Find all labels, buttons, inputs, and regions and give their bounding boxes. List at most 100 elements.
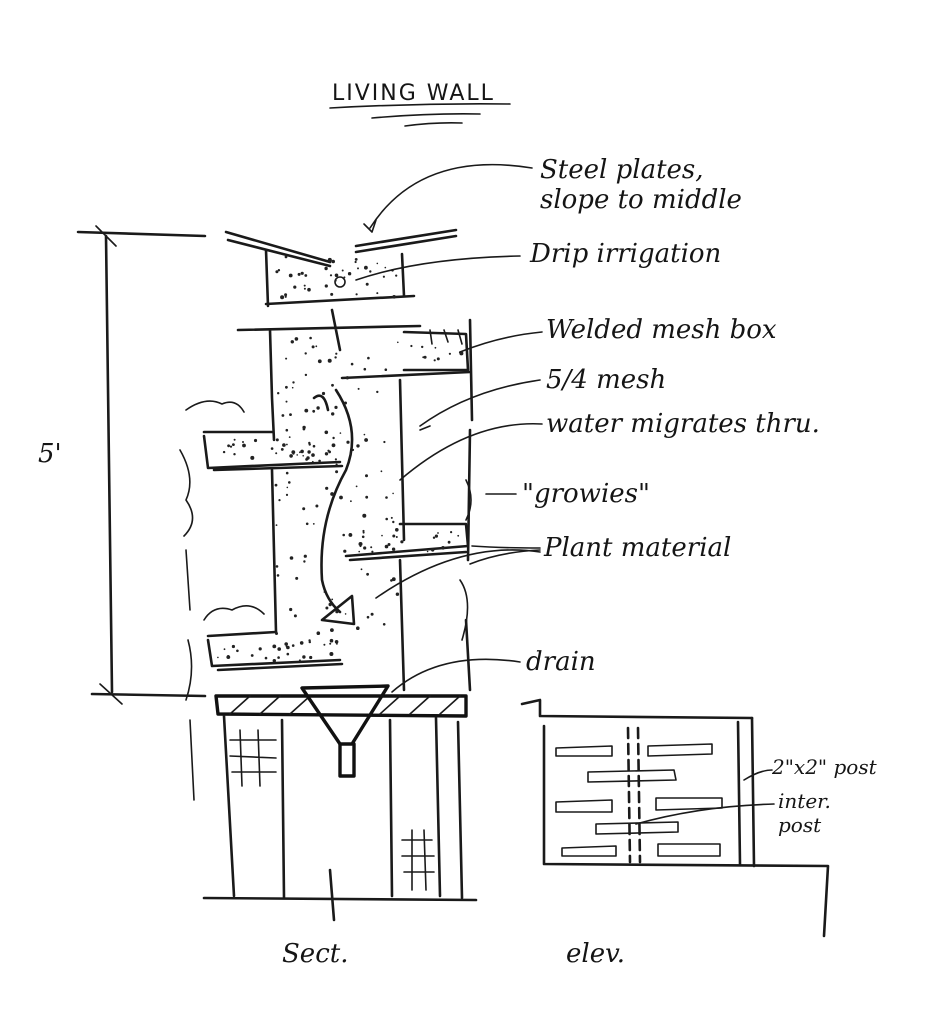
stipple-dot [354,260,357,264]
stipple-dot [307,287,311,292]
stipple-dot [277,647,282,651]
stipple-dot [356,444,360,448]
label-steel-plates: Steel plates, [540,155,704,185]
stipple-dot [270,447,274,450]
stipple-dot [304,408,309,413]
stipple-dot [350,362,354,366]
stipple-dot [324,430,329,435]
stipple-dot [382,623,386,626]
stipple-dot [293,614,297,618]
stipple-dot [272,659,276,663]
stipple-dot [329,652,334,656]
stipple-dot [339,432,342,434]
label-drip-irrigation: Drip irrigation [529,239,721,269]
label-plant-material: Plant material [543,533,731,563]
stipple-dot [229,445,233,448]
stipple-dot [277,392,280,395]
stipple-dot [365,495,369,499]
stipple-dot [286,652,290,656]
stipple-dot [364,438,368,442]
stipple-dot [356,626,360,630]
stipple-dot [392,520,395,524]
stipple-dot [291,644,295,647]
stipple-dot [334,273,339,278]
stipple-dot [253,438,258,443]
stipple-dot [284,642,289,646]
stipple-dot [258,647,262,651]
stipple-dot [437,532,439,534]
stipple-dot [284,255,288,259]
stipple-dot [343,549,347,553]
stipple-dot [312,444,316,448]
stipple-dot [317,359,322,364]
stipple-dot [311,460,314,463]
stipple-dot [280,295,285,300]
stipple-dot [432,536,436,539]
stipple-dot [315,504,319,508]
stipple-dot [400,540,404,544]
stipple-dot [278,499,281,502]
stipple-dot [288,436,291,438]
stipple-dot [345,376,350,380]
stipple-dot [226,655,231,659]
stipple-dot [421,345,424,349]
stipple-dot [334,405,338,409]
water-flow-arrow [312,388,354,614]
stipple-dot [331,443,336,448]
label-mesh-box: Welded mesh box [546,315,777,345]
stipple-dot [325,486,329,490]
stipple-dot [329,274,333,277]
stipple-dot [355,293,358,296]
stipple-dot [289,454,293,458]
stipple-dot [250,654,254,657]
stipple-dot [370,546,373,549]
stipple-dot [380,470,383,473]
stipple-dot [342,533,346,537]
stipple-dot [285,645,288,648]
stipple-dot [284,293,288,297]
stipple-dot [363,546,367,550]
stipple-dot [364,265,368,270]
stipple-dot [387,543,391,546]
stipple-dot [376,390,379,394]
stipple-dot [339,495,343,500]
label-post: 2"x2" post [771,755,878,779]
stipple-dot [426,550,429,553]
stipple-dot [447,540,451,544]
stipple-dot [324,452,329,456]
stipple-dot [304,352,307,355]
stipple-dot [303,560,306,563]
stipple-dot [302,655,306,659]
stipple-dot [325,606,329,610]
stipple-dot [286,486,289,489]
caption-section: Sect. [282,939,348,969]
stipple-dot [433,359,436,362]
stipple-dot [289,556,294,560]
stipple-dot [354,258,358,261]
stipple-dot [348,533,353,537]
stipple-dot [284,295,287,298]
stipple-dot [308,441,311,445]
stipple-dot [410,344,413,348]
label-drain: drain [526,647,596,677]
stipple-dot [250,455,255,460]
stipple-dot [359,545,362,548]
stipple-dot [285,428,289,432]
stipple-dot [367,356,370,360]
stipple-dot [316,406,320,410]
stipple-dot [334,458,337,461]
stipple-dot [395,274,398,277]
stipple-dot [431,548,435,552]
stipple-dot [448,352,451,355]
stipple-dot [423,355,427,359]
stipple-dot [357,267,359,270]
stipple-dot [357,387,360,390]
stipple-dot [292,381,295,384]
stipple-dot [331,412,335,416]
stipple-dot [303,554,307,558]
stipple-dot [242,441,244,443]
stipple-dot [285,400,288,403]
stipple-dot [362,531,365,534]
label-growies: "growies" [522,479,650,509]
leader-lines [355,163,543,693]
